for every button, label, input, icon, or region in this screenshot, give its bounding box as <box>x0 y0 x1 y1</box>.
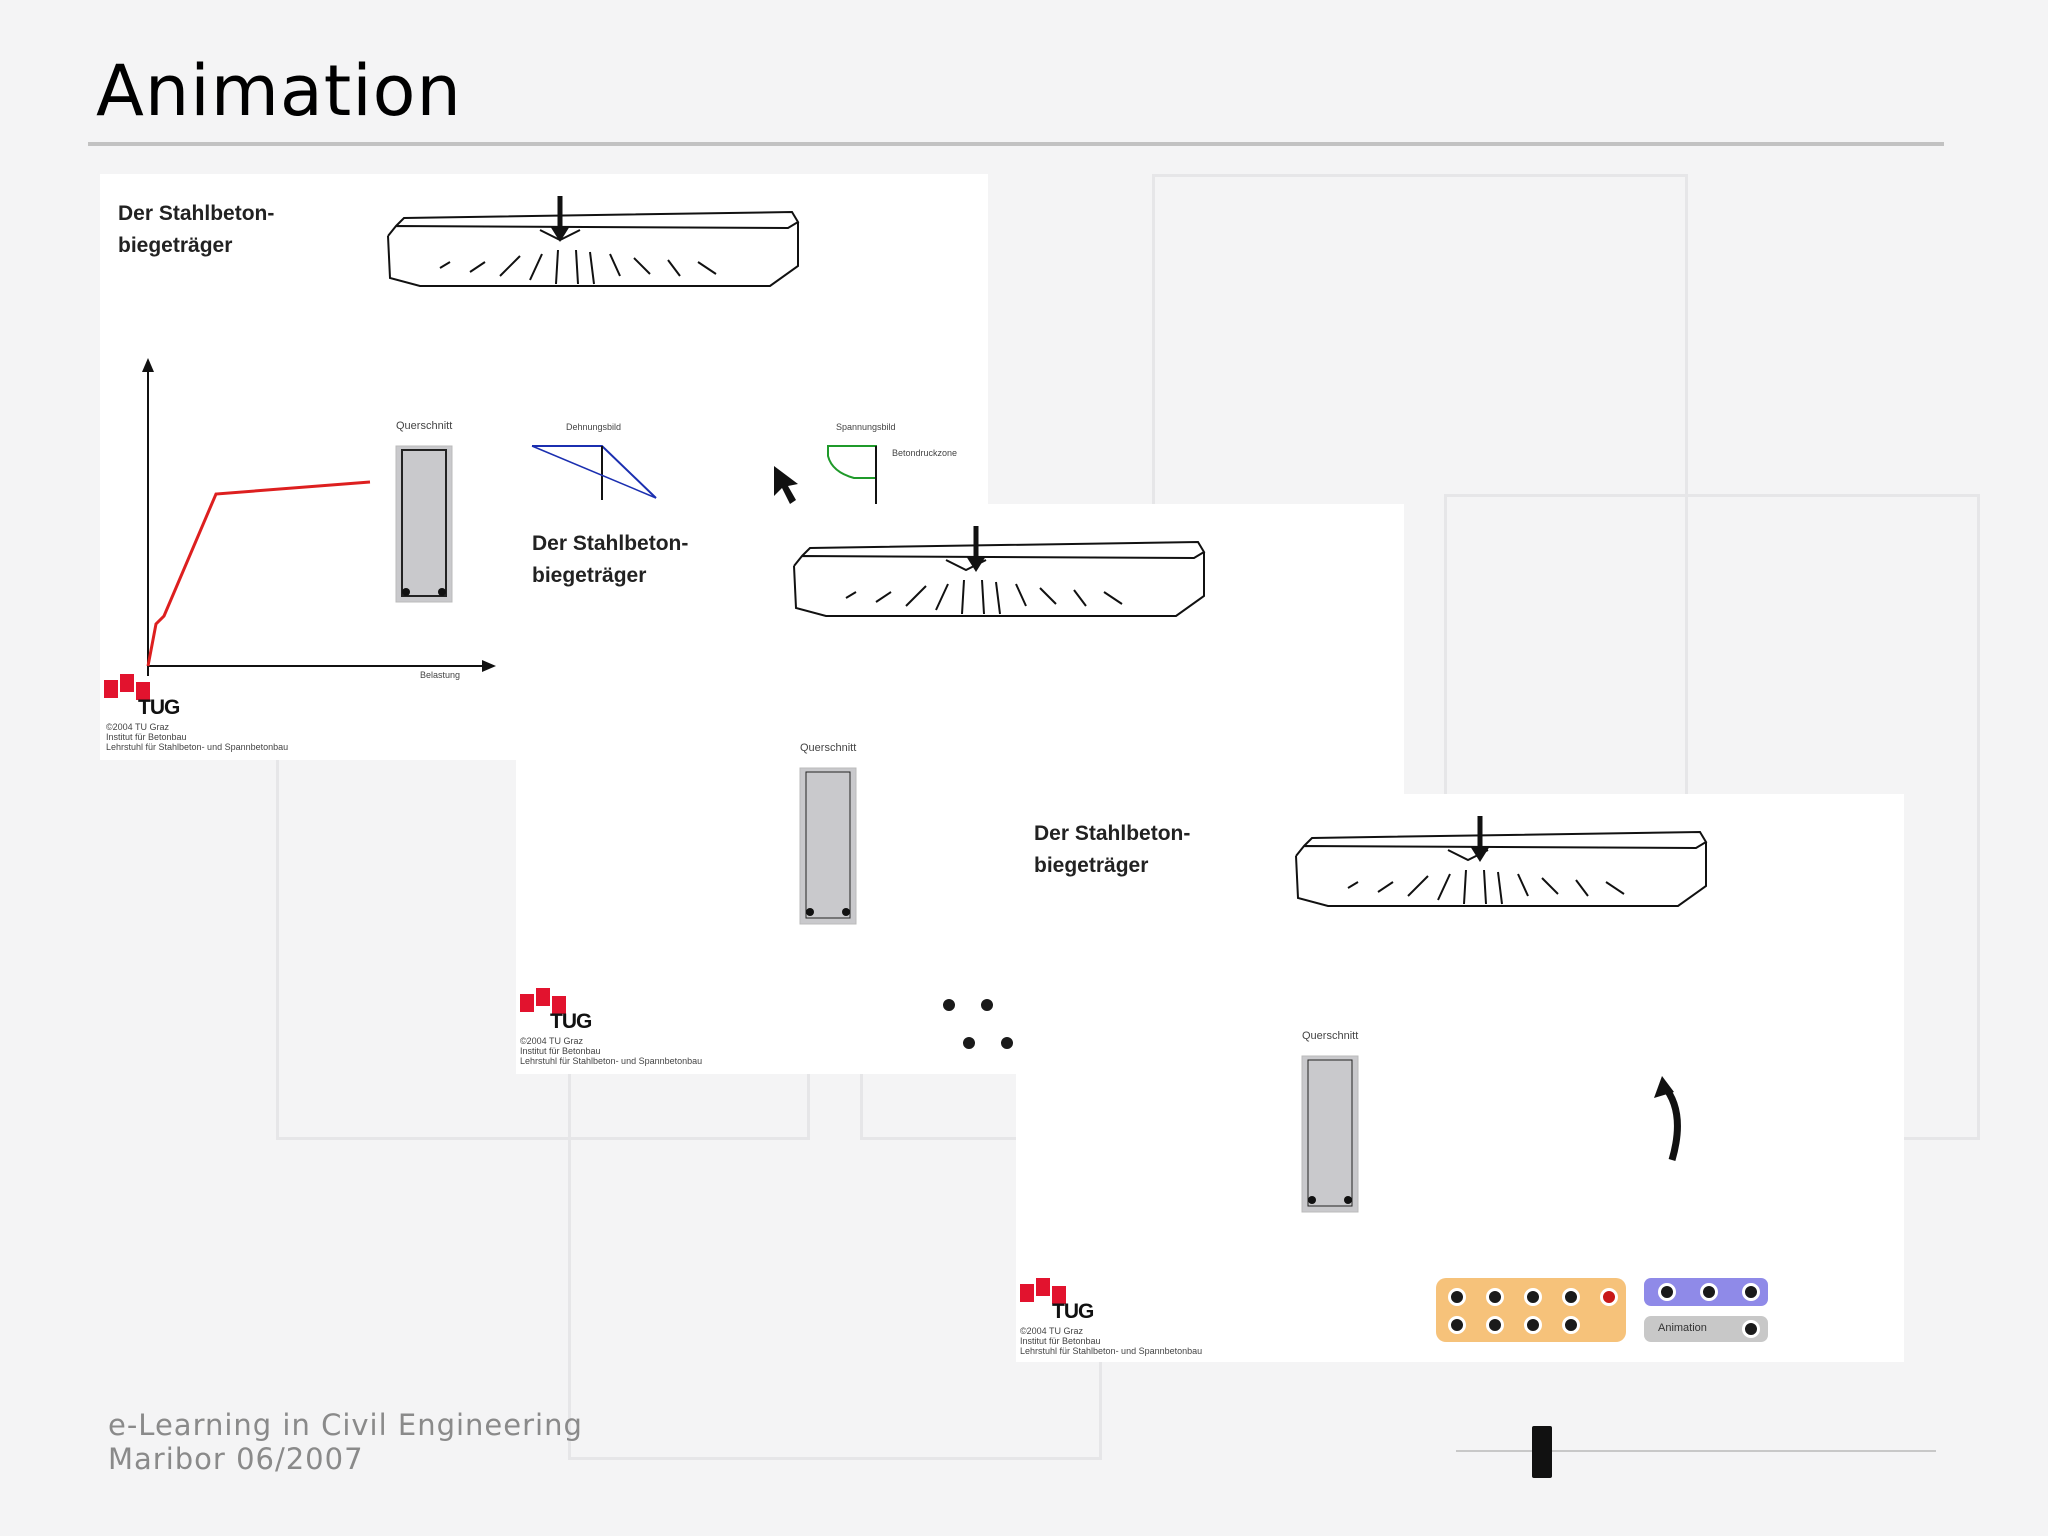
load-graph <box>142 358 496 676</box>
slide-heading: Der Stahlbeton- biegeträger <box>118 202 275 257</box>
tug-logo-icon <box>104 674 150 700</box>
load-arrow-icon <box>550 196 570 242</box>
control-dot[interactable] <box>1742 1283 1760 1301</box>
strain-label: Dehnungsbild <box>566 422 622 432</box>
load-arrow-icon <box>1470 816 1490 862</box>
credit-line: Institut für Betonbau <box>520 1046 601 1056</box>
credit-line: Lehrstuhl für Stahlbeton- und Spannbeton… <box>520 1056 703 1066</box>
control-dot[interactable] <box>1524 1288 1542 1306</box>
slide-heading: Der Stahlbeton- biegeträger <box>1034 822 1191 877</box>
load-arrow-icon <box>966 526 986 572</box>
animation-pill-label: Animation <box>1658 1322 1707 1334</box>
control-dot[interactable] <box>960 1034 978 1052</box>
strain-diagram <box>531 445 657 500</box>
credit-line: Institut für Betonbau <box>106 732 187 742</box>
section-label: Querschnitt <box>800 742 857 754</box>
section-label: Querschnitt <box>396 420 453 432</box>
animation-pill-button[interactable]: Animation <box>1644 1316 1768 1342</box>
beam-drawing <box>793 526 1206 617</box>
control-dot[interactable] <box>1486 1288 1504 1306</box>
credit-line: Lehrstuhl für Stahlbeton- und Spannbeton… <box>106 742 289 752</box>
logo-text: TUG <box>138 696 180 719</box>
credit-line: ©2004 TU Graz <box>520 1036 583 1046</box>
title-divider <box>88 142 1944 146</box>
control-dot[interactable] <box>1742 1320 1760 1338</box>
beam-drawing <box>387 196 800 287</box>
footer-line-1: e-Learning in Civil Engineering <box>108 1408 583 1442</box>
control-dot[interactable] <box>1448 1316 1466 1334</box>
cross-section <box>395 445 453 603</box>
beam-drawing <box>1295 816 1708 907</box>
slide-progress-thumb[interactable] <box>1532 1426 1553 1478</box>
footer-line-2: Maribor 06/2007 <box>108 1442 364 1476</box>
slide-heading: Der Stahlbeton- biegeträger <box>532 532 689 587</box>
control-dot-red[interactable] <box>1600 1288 1618 1306</box>
credit-line: ©2004 TU Graz <box>106 722 169 732</box>
mouse-cursor-icon <box>774 466 798 504</box>
page-title: Animation <box>96 50 462 132</box>
control-dot[interactable] <box>1562 1288 1580 1306</box>
x-axis-label: Belastung <box>420 670 461 680</box>
control-dot[interactable] <box>1700 1283 1718 1301</box>
stress-diagram <box>827 445 877 508</box>
control-dot[interactable] <box>978 996 996 1014</box>
control-dot[interactable] <box>1448 1288 1466 1306</box>
control-dot[interactable] <box>1524 1316 1542 1334</box>
stress-sub-label: Betondruckzone <box>892 448 958 458</box>
control-dot[interactable] <box>1562 1316 1580 1334</box>
tug-logo-icon <box>1020 1278 1066 1304</box>
credit-line: Institut für Betonbau <box>1020 1336 1101 1346</box>
curved-arrow-icon <box>1654 1076 1681 1161</box>
cross-section <box>799 767 857 925</box>
control-dot[interactable] <box>1658 1283 1676 1301</box>
control-dot[interactable] <box>940 996 958 1014</box>
cross-section <box>1301 1055 1359 1213</box>
control-dot[interactable] <box>998 1034 1016 1052</box>
credit-line: ©2004 TU Graz <box>1020 1326 1083 1336</box>
slide-frame-3: Der Stahlbeton- biegeträger Querschnitt … <box>1016 794 1904 1362</box>
stress-label: Spannungsbild <box>836 422 896 432</box>
tug-logo-icon <box>520 988 566 1014</box>
slide-progress-track[interactable] <box>1456 1450 1936 1452</box>
control-dot[interactable] <box>1486 1316 1504 1334</box>
credit-line: Lehrstuhl für Stahlbeton- und Spannbeton… <box>1020 1346 1203 1356</box>
section-label: Querschnitt <box>1302 1030 1359 1042</box>
logo-text: TUG <box>550 1010 592 1033</box>
logo-text: TUG <box>1052 1300 1094 1323</box>
